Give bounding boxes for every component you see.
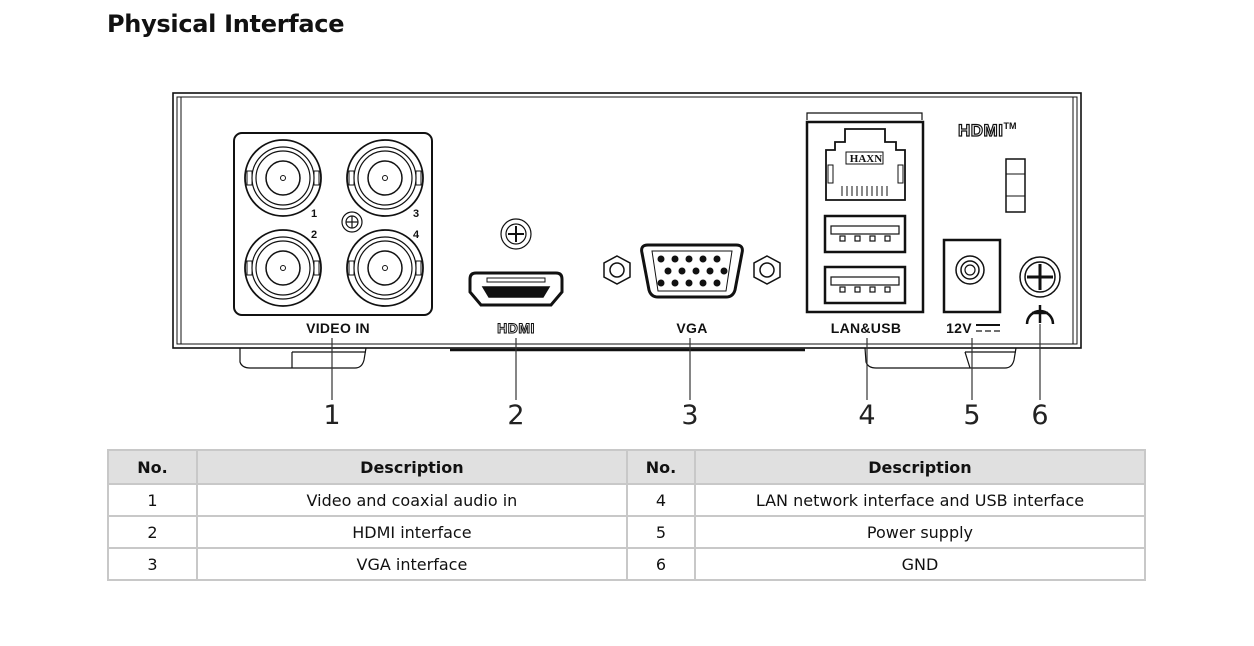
header-description-right: Description [693,449,1147,485]
dc-symbol-icon [976,324,1000,332]
table-row: 1 Video and coaxial audio in 4 LAN netwo… [107,483,1147,517]
callout-2: 2 [507,400,525,431]
screw-icon [500,218,532,250]
hdmi-port-icon [468,271,564,307]
callout-5: 5 [963,400,981,431]
callout-1: 1 [323,400,341,431]
cell-no: 1 [107,483,198,517]
usb-port-icon [823,265,907,305]
cell-description: LAN network interface and USB interface [693,483,1147,517]
rj45-port-icon [825,128,906,201]
lan-usb-label: LAN&USB [830,320,902,336]
cell-description: Video and coaxial audio in [195,483,628,517]
page-title: Physical Interface [107,10,345,38]
cell-no: 2 [107,515,198,549]
ground-symbol-icon [1025,305,1055,325]
cell-no: 6 [625,547,696,581]
cell-description: VGA interface [195,547,628,581]
bnc-connector-icon [346,139,424,217]
vent-slot-icon [1005,158,1026,213]
bnc-number-2: 2 [311,229,318,241]
jack-screw-icon [753,255,781,285]
callout-leaders [331,324,1041,400]
callout-3: 3 [681,400,699,431]
usb-port-icon [823,214,907,254]
cell-no: 4 [625,483,696,517]
chassis-outline [172,92,1082,352]
bnc-number-4: 4 [413,229,420,241]
bnc-number-3: 3 [413,208,420,220]
header-description-left: Description [195,449,628,485]
rear-panel-drawing: HAXN [172,92,1082,400]
jack-screw-icon [603,255,631,285]
cell-description: GND [693,547,1147,581]
rear-panel-diagram: HAXN [172,92,1082,431]
video-in-label: VIDEO IN [306,320,370,336]
bnc-connector-icon [346,229,424,307]
table-row: 2 HDMI interface 5 Power supply [107,515,1147,549]
bnc-connector-icon [244,229,322,307]
header-no-right: No. [625,449,696,485]
dc-power-jack-icon [942,238,1002,314]
cell-no: 5 [625,515,696,549]
cell-no: 3 [107,547,198,581]
cell-description: Power supply [693,515,1147,549]
interface-table: No. Description No. Description 1 Video … [107,449,1147,581]
vga-label: VGA [676,320,708,336]
bnc-connector-icon [244,139,322,217]
video-in-panel [233,132,433,316]
cell-description: HDMI interface [195,515,628,549]
hdmi-logo: HDMITM [957,120,1017,140]
vga-port-icon [640,243,744,299]
table-row: 3 VGA interface 6 GND [107,547,1147,581]
callout-6: 6 [1031,400,1049,431]
power-label: 12V [946,320,972,336]
header-no-left: No. [107,449,198,485]
screw-icon [341,211,363,233]
lan-usb-panel [805,112,925,314]
hdmi-label: HDMI [497,320,535,337]
rj45-label: HAXN [850,153,882,165]
bnc-number-1: 1 [311,208,318,220]
ground-screw-icon [1019,256,1061,298]
callout-4: 4 [858,400,876,431]
table-header-row: No. Description No. Description [107,449,1147,485]
